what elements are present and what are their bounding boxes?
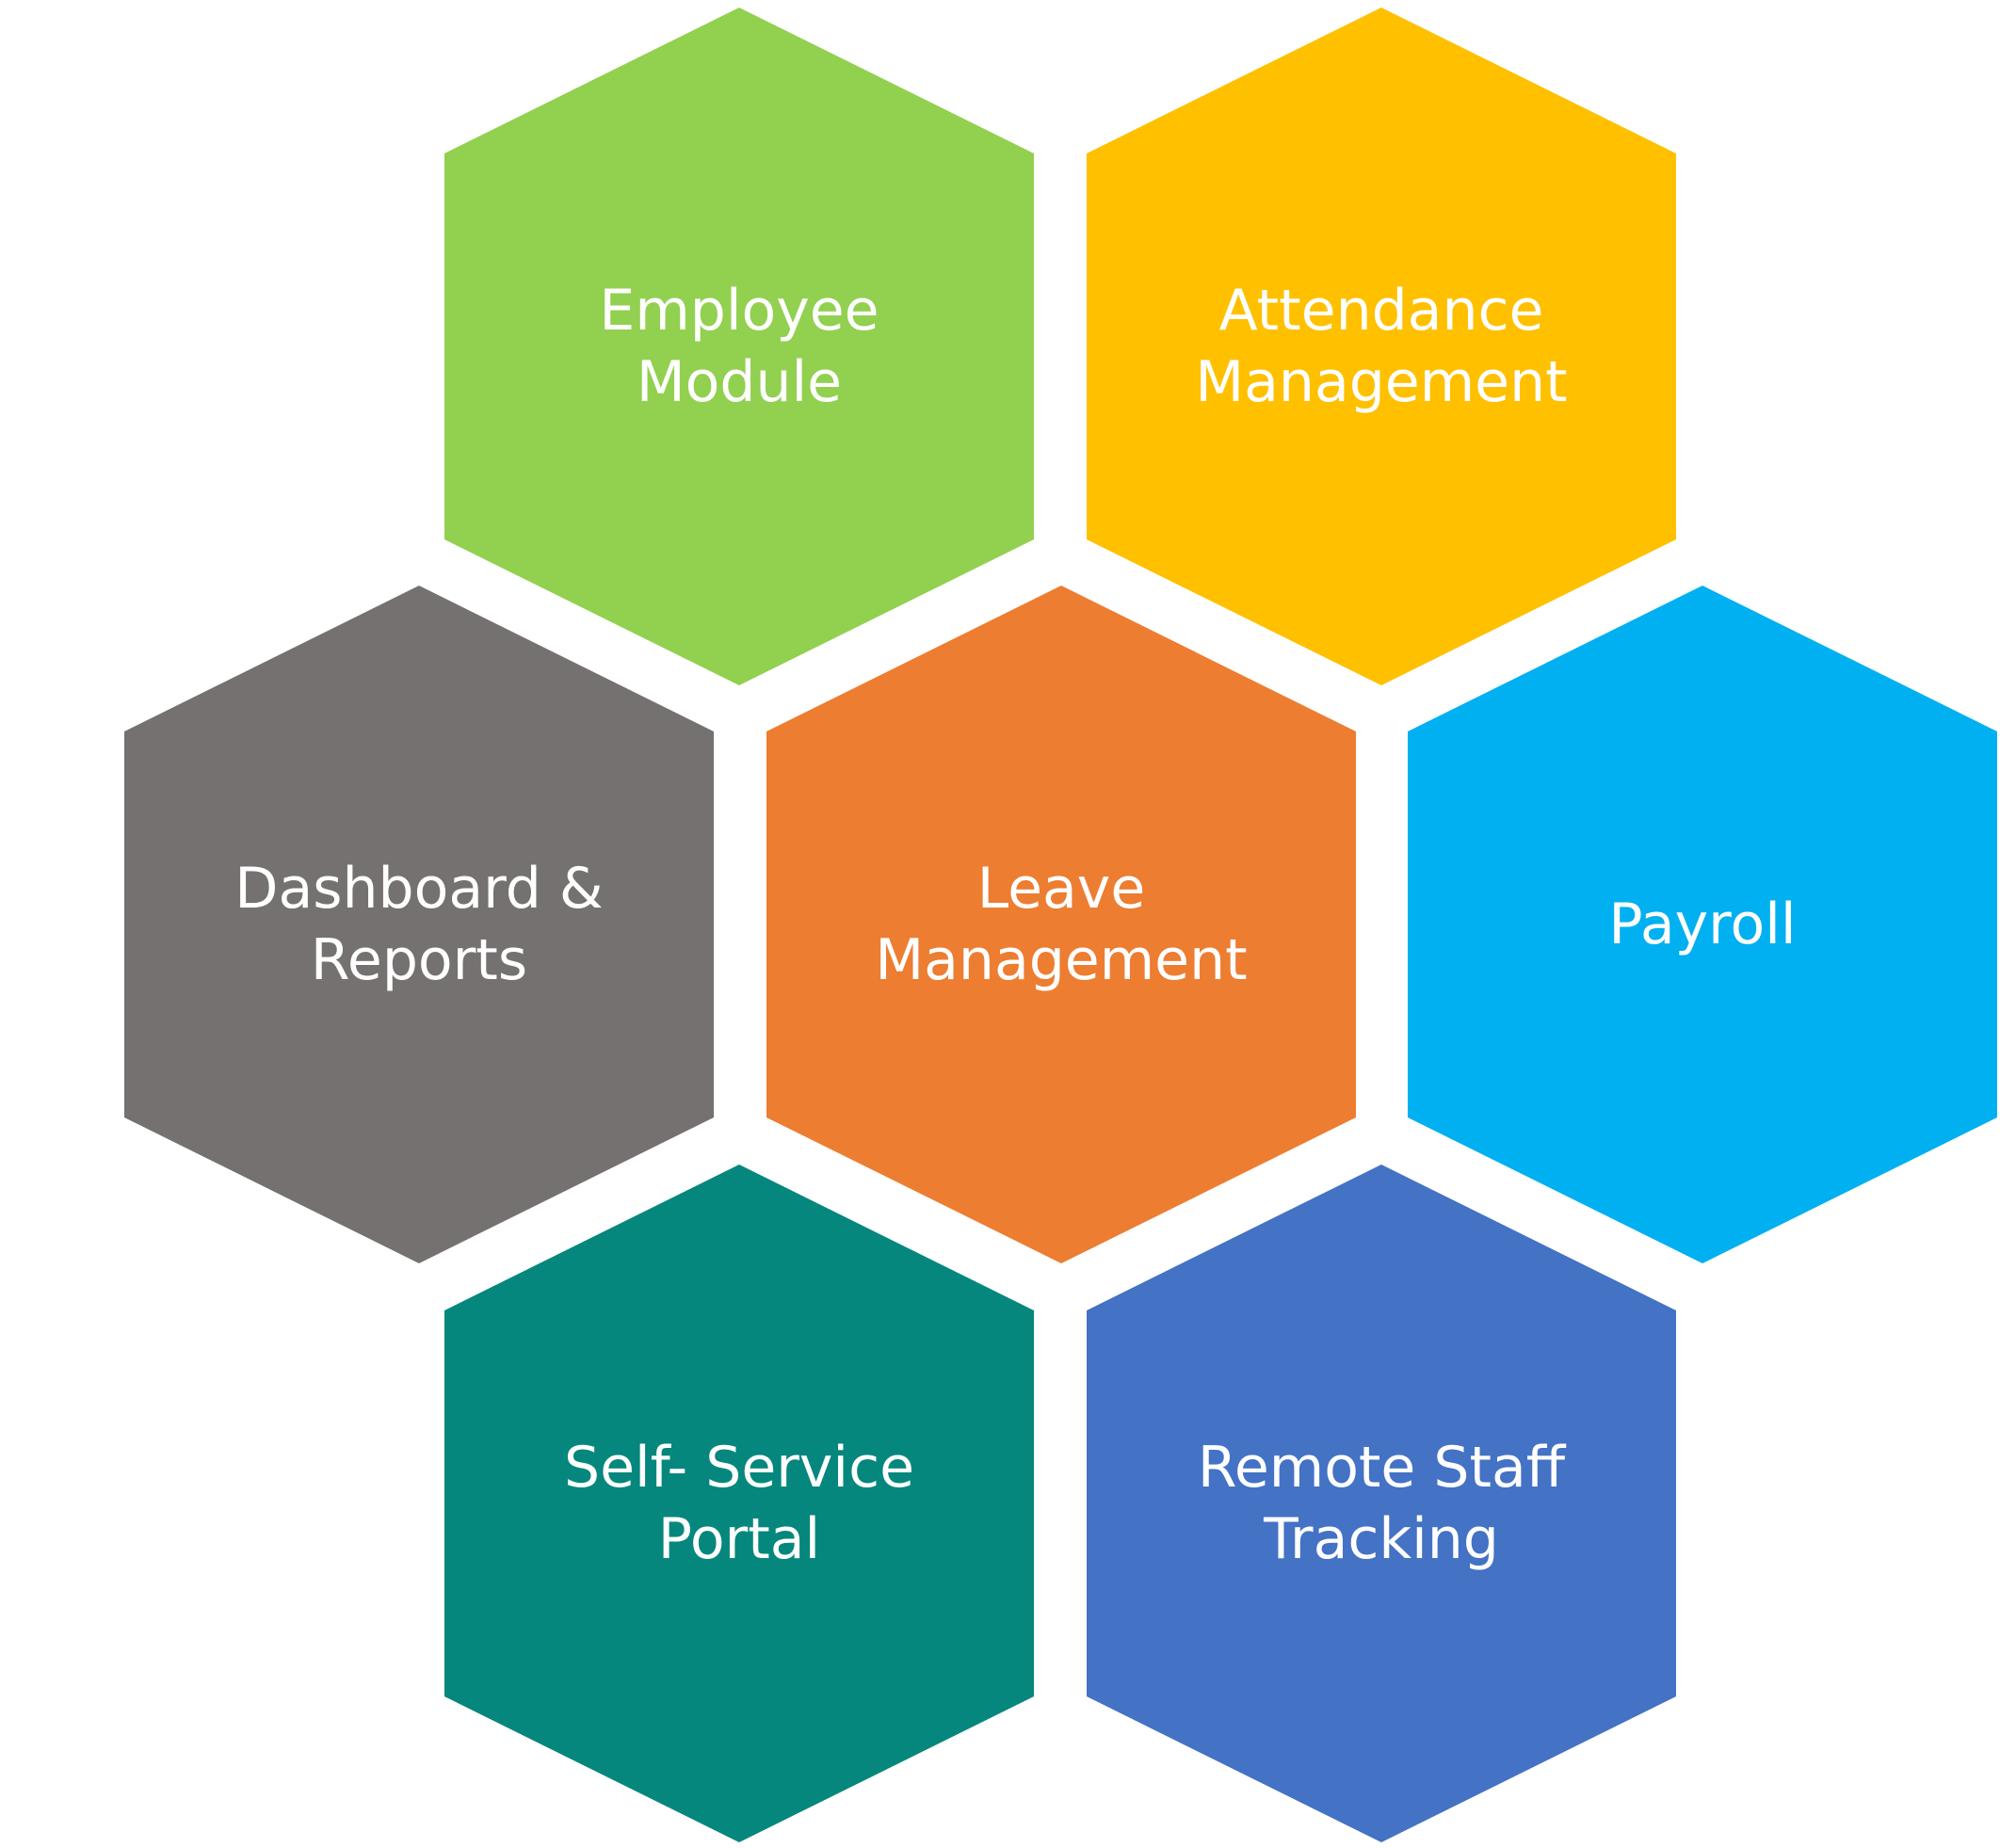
hex-label-self-service-line-2: Portal [658, 1506, 820, 1572]
hex-label-attendance-line-1: Attendance [1219, 278, 1544, 344]
hexagon-remote-staff [1087, 1165, 1676, 1842]
hex-module-payroll: Payroll [1408, 586, 1997, 1263]
hexagon-dashboard [124, 586, 714, 1263]
hex-label-dashboard-line-2: Reports [311, 927, 527, 993]
hex-label-remote-staff-line-2: Tracking [1263, 1506, 1499, 1572]
hex-module-dashboard: Dashboard &Reports [124, 586, 714, 1263]
hex-label-payroll-line-1: Payroll [1608, 892, 1796, 957]
hex-label-dashboard-line-1: Dashboard & [234, 856, 603, 922]
hex-label-attendance-line-2: Management [1195, 349, 1567, 415]
hexagon-payroll [1408, 586, 1997, 1263]
hexagon-employee [444, 8, 1034, 685]
hexagon-leave [766, 586, 1356, 1263]
hex-label-leave-line-1: Leave [977, 856, 1145, 922]
hexagon-self-service [444, 1165, 1034, 1842]
hexagon-attendance [1087, 8, 1676, 685]
hex-label-leave-line-2: Management [875, 927, 1247, 993]
hex-label-remote-staff-line-1: Remote Staff [1198, 1435, 1567, 1501]
hex-label-self-service-line-1: Self- Service [564, 1435, 914, 1501]
hex-label-employee-line-1: Employee [599, 278, 879, 344]
hex-label-employee-line-2: Module [637, 349, 842, 415]
